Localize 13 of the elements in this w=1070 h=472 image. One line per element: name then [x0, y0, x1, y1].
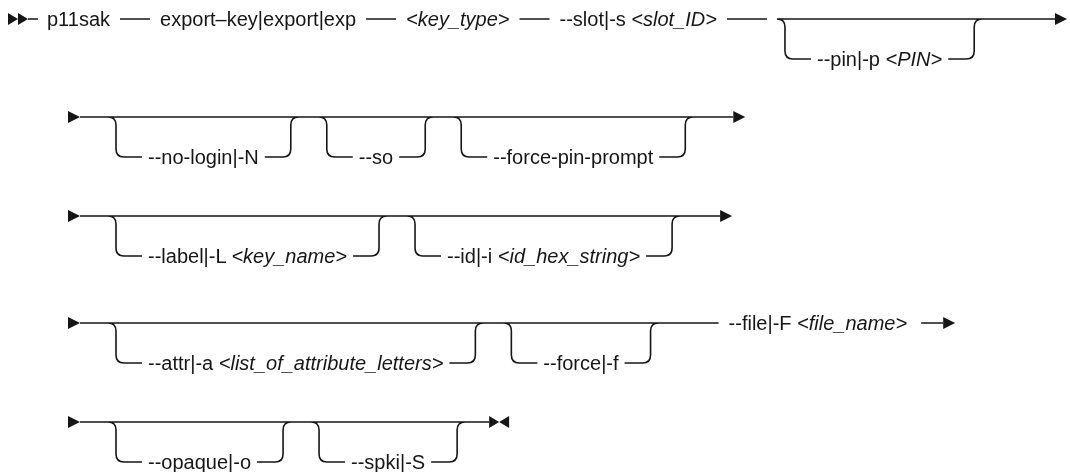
syntax-term: --so: [358, 146, 394, 168]
syntax-term: --id|-i <id_hex_string>: [447, 245, 641, 267]
syntax-term: --attr|-a <list_of_attribute_letters>: [148, 352, 444, 374]
syntax-term: --label|-L <key_name>: [148, 245, 347, 267]
syntax-term: --slot|-s <slot_ID>: [559, 8, 717, 30]
syntax-term: --file|-F <file_name>: [728, 312, 908, 334]
syntax-term: --force-pin-prompt: [493, 146, 654, 168]
syntax-term: --no-login|-N: [148, 146, 259, 168]
syntax-term: --pin|-p <PIN>: [816, 48, 943, 70]
syntax-term: p11sak: [47, 8, 110, 30]
syntax-term: export–key|export|exp: [160, 8, 357, 30]
syntax-term: --force|-f: [543, 352, 619, 374]
syntax-term: <key_type>: [406, 8, 510, 30]
